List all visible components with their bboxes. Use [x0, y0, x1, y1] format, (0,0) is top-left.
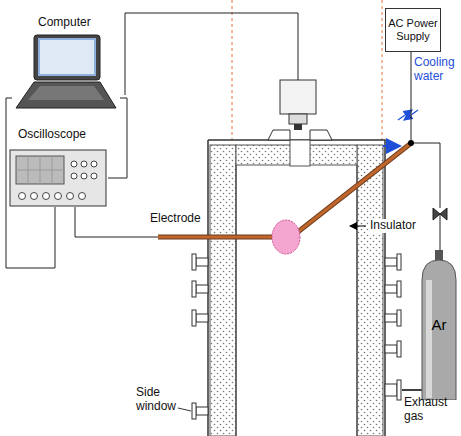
- node-label: Ar: [432, 316, 447, 333]
- node-label: Oscilloscope: [8, 128, 108, 142]
- laptop-icon: [12, 16, 120, 112]
- part-label: Electrode: [150, 212, 201, 226]
- part-label: Insulator: [368, 219, 418, 233]
- node-label: AC Power Supply: [386, 15, 440, 44]
- gas-cylinder: Ar: [420, 250, 458, 400]
- computer-node: Computer: [12, 16, 120, 112]
- power-supply-box: AC Power Supply: [385, 8, 441, 52]
- part-label: Exhaust gas: [404, 396, 454, 424]
- oscilloscope-node: Oscilloscope: [8, 128, 108, 208]
- part-label: Cooling water: [414, 56, 459, 84]
- part-label: Side window: [136, 386, 181, 414]
- signal-wire: [108, 98, 127, 178]
- node-label: Computer: [12, 16, 120, 30]
